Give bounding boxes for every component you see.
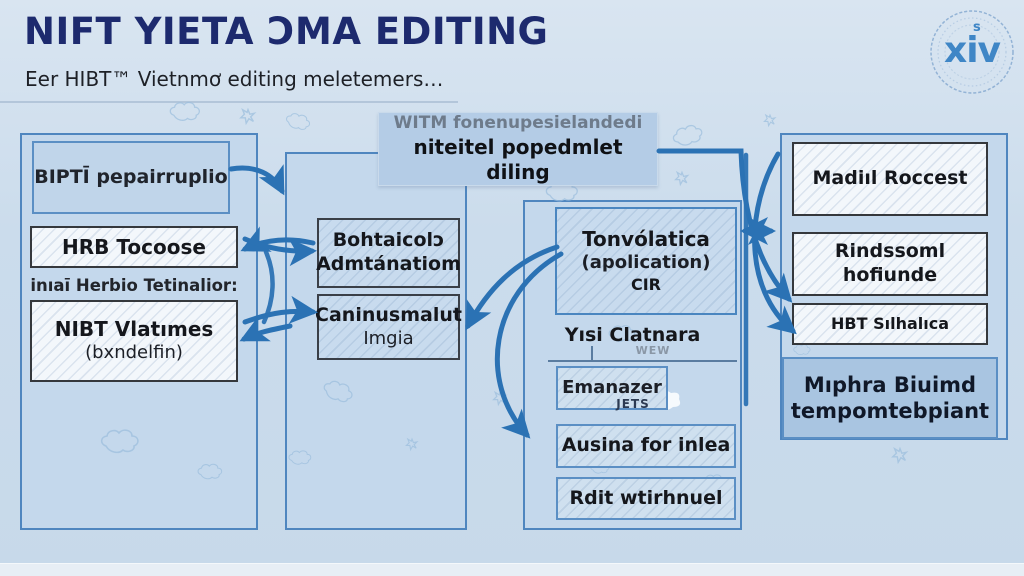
box-bipti: BIPTĪ pepairruplio [32, 141, 230, 214]
box-miphra: Mıphra Biuimd tempomtebpiant [782, 357, 998, 439]
box-tonvolatica-line2: (apolication) [581, 252, 711, 274]
box-rdit-label: Rdit wtirhnuel [569, 486, 723, 509]
box-rindssoml-label: Rindssoml hofiunde [834, 240, 946, 286]
box-nibt-line2: (bxndelfin) [85, 342, 183, 364]
box-nibt-line1: NIBT Vlatımes [54, 317, 214, 342]
jets-tag: JETS [616, 397, 650, 411]
box-tonvolatica: Tonvólatica (apolication) CIR [555, 207, 737, 315]
xiv-seal-icon: s xiv [926, 6, 1018, 98]
box-miphra-line2: tempomtebpiant [790, 399, 990, 423]
box-bipti-label: BIPTĪ pepairruplio [34, 165, 228, 188]
box-hrb-label: HRB Tocoose [62, 234, 206, 259]
box-madil: Madiıl Roccest [792, 142, 988, 216]
box-bohtaicolo-line1: Bohtaicolɔ [332, 229, 445, 252]
logo-small-letter: s [973, 20, 981, 35]
box-rdit: Rdit wtirhnuel [556, 477, 736, 520]
box-hbt-label: HBT Sılhalıca [831, 314, 949, 333]
box-madil-label: Madiıl Roccest [812, 167, 968, 190]
box-bohtaicolo-line2: Admtánatiom [316, 253, 461, 275]
box-bohtaicolo: Bohtaicolɔ Admtánatiom [316, 218, 461, 288]
box-caninusmalut-line1: Caninusmalut [315, 303, 462, 326]
box-tonvolatica-line3: CIR [630, 274, 661, 294]
center-caption: Yısi Clatnara [564, 324, 701, 346]
box-nibt: NIBT Vlatımes (bxndelfin) [30, 300, 238, 382]
connector-left-vertical [261, 249, 275, 325]
seal-rings-icon [930, 10, 1014, 94]
box-caninusmalut: Caninusmalut Imgia [315, 294, 462, 360]
box-emanazer: Emanazer [556, 366, 668, 410]
header-divider [0, 101, 458, 103]
center-caption-small: WEW [635, 344, 671, 357]
note-line1: WITM fonenupesielandedi [393, 113, 643, 134]
note-box: WITM fonenupesielandedi niteitel popedml… [378, 112, 658, 186]
box-caninusmalut-line2: Imgia [363, 327, 414, 349]
box-ausina: Ausina for inlea [556, 424, 736, 468]
box-hrb: HRB Tocoose [30, 226, 238, 268]
logo-text: xiv [943, 30, 1001, 71]
note-line2: niteitel popedmlet diling [413, 134, 623, 184]
bottom-strip [0, 563, 1024, 576]
box-ausina-label: Ausina for inlea [561, 434, 731, 457]
box-hbt: HBT Sılhalıca [792, 303, 988, 345]
left-caption: inıaī Herbio Tetinalior: [30, 276, 238, 295]
box-rindssoml: Rindssoml hofiunde [792, 232, 988, 296]
page-title: NIFT YIETA ƆMA EDITING [24, 10, 549, 53]
box-tonvolatica-line1: Tonvólatica [582, 227, 710, 252]
box-miphra-line1: Mıphra Biuimd [803, 372, 977, 397]
box-emanazer-label: Emanazer [562, 376, 662, 398]
page-subtitle: Eer HIBT™ Vietnmơ editing meletemers… [25, 67, 444, 91]
